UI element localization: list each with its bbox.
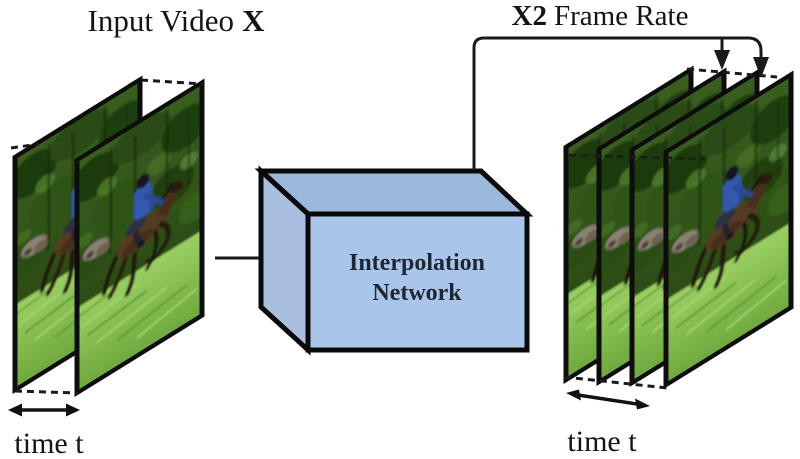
depth-dash-output-bottom	[563, 375, 669, 390]
feedback-arrowhead-1-icon	[714, 50, 730, 70]
network-label-line1: Interpolation	[349, 250, 485, 276]
time-arrow-left-east-head-icon	[66, 403, 80, 417]
depth-dash-output-topleft	[568, 153, 706, 161]
network-label-line2: Network	[372, 280, 462, 306]
output-frame-4	[663, 70, 794, 390]
depth-dash-input-topleft	[10, 142, 40, 150]
input-title-bold: X	[242, 3, 265, 38]
network-box-front-face	[305, 211, 530, 353]
output-title-bold: X2	[512, 0, 547, 32]
time-arrow-right	[566, 389, 650, 410]
output-title-regular: Frame Rate	[554, 0, 688, 32]
depth-dash-input-topright	[140, 78, 204, 86]
interpolation-network-box: Interpolation Network	[254, 165, 534, 356]
output-frame-stack	[563, 65, 794, 390]
time-label-left: time t	[14, 427, 84, 459]
depth-dash-output-topright	[686, 67, 778, 79]
feedback-connector-line	[472, 36, 763, 170]
time-arrow-left-west-head-icon	[8, 403, 22, 417]
output-frame-4-border	[663, 70, 794, 390]
time-arrow-right-east-head-icon	[635, 398, 650, 410]
depth-dash-input-bottom	[14, 389, 79, 395]
input-frame-2-border	[74, 78, 205, 398]
time-arrow-right-west-head-icon	[566, 389, 581, 401]
input-frame-stack	[10, 75, 205, 398]
time-label-right: time t	[567, 425, 637, 458]
time-arrow-right-shaft	[577, 393, 638, 406]
input-title-regular: Input Video	[88, 3, 235, 38]
time-arrow-left	[8, 403, 80, 417]
input-frame-2	[74, 78, 205, 398]
feedback-arrowhead-2-icon	[753, 57, 769, 78]
feedback-connector	[472, 36, 769, 170]
